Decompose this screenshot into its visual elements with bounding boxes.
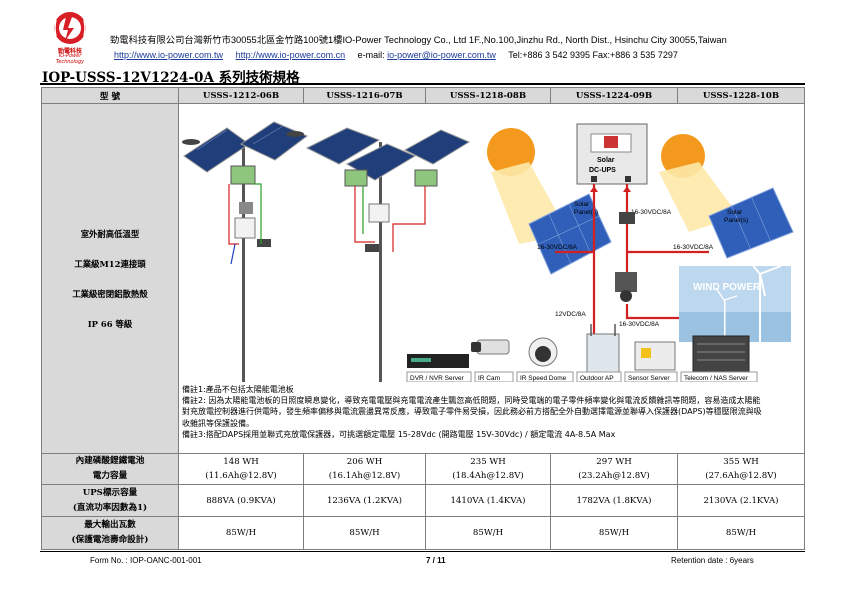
row-label: UPS標示容量(直流功率因數為1) [41,484,179,517]
table-cell: 85W/H [425,516,551,550]
email-link[interactable]: io-power@io-power.com.tw [387,50,496,60]
svg-text:12VDC/8A: 12VDC/8A [555,311,586,318]
device-label: Telecom / NAS Server [684,375,749,382]
svg-text:16-30VDC/8A: 16-30VDC/8A [619,321,660,328]
device-label: DVR / NVR Server [410,375,465,382]
table-cell: 85W/H [178,516,304,550]
tel-fax: Tel:+886 3 542 9395 Fax:+886 3 535 7297 [508,50,678,60]
spec-table: 型 號 USSS-1212-06B USSS-1216-07B USSS-121… [41,87,805,550]
svg-text:Panel(s): Panel(s) [724,217,748,224]
note-1: 備註1:產品不包括太陽能電池板 [182,385,294,394]
model-header-row: 型 號 USSS-1212-06B USSS-1216-07B USSS-121… [41,87,805,104]
svg-text:Solar: Solar [727,209,743,216]
contact-line: http://www.io-power.com.tw http://www.io… [114,50,678,60]
retention-date: Retention date : 6years [671,556,754,565]
max-output-row: 最大輸出瓦數(保護電池壽命設計) 85W/H 85W/H 85W/H 85W/H… [41,516,805,550]
model-name: USSS-1228-10B [677,87,805,104]
power-wiring [555,184,709,336]
logo-english-name: IO-Power Technology [55,53,85,65]
system-diagram: Solar Panel(s) Solar Panel(s) [182,121,794,382]
note-2: 備註2: 因為太陽能電池板的日照度瞬息變化，導致充電電壓與充電電流產生飄忽高低問… [182,396,762,428]
table-cell: 297 WH(23.2Ah@12.8V) [550,453,678,485]
table-cell: 1236VA (1.2KVA) [303,484,426,517]
row-label: 最大輸出瓦數(保護電池壽命設計) [41,516,179,550]
footer-divider [40,551,805,552]
telecom-nas-server-icon [692,335,750,373]
solar-pole-2-icon [305,127,471,382]
website-tw-link[interactable]: http://www.io-power.com.tw [114,50,224,60]
document-title: IOP-USSS-12V1224-0A 系列技術規格 [42,70,300,86]
table-cell: 2130VA (2.1KVA) [677,484,805,517]
daps-module-icon [619,212,635,224]
feature-item: 工業級M12連接頭 [74,258,146,269]
solar-panel-icon: Solar Panel(s) [708,187,794,259]
dvr-server-icon [407,354,469,368]
page-number: 7 / 11 [426,556,446,565]
notes-block: 備註1:產品不包括太陽能電池板 備註2: 因為太陽能電池板的日照度瞬息變化，導致… [182,384,768,440]
model-name: USSS-1216-07B [303,87,426,104]
speed-dome-icon [528,337,558,367]
svg-text:Solar: Solar [574,201,590,208]
device-label: IR Speed Dome [520,375,567,382]
logo-chinese-name: 勁電科技 [57,48,82,55]
outdoor-ap-icon [586,324,620,375]
model-name: USSS-1212-06B [178,87,304,104]
svg-text:16-30VDC/8A: 16-30VDC/8A [537,244,578,251]
table-cell: 355 WH(27.6Ah@12.8V) [677,453,805,485]
form-number: Form No. : IOP-OANC-001-001 [90,556,202,565]
table-cell: 85W/H [550,516,678,550]
solar-dc-ups-icon: Solar DC-UPS [576,123,648,185]
table-cell: 1782VA (1.8KVA) [550,484,678,517]
application-illustration: Solar Panel(s) Solar Panel(s) [178,103,805,454]
table-cell: 1410VA (1.4KVA) [425,484,551,517]
ir-camera-icon [471,339,510,355]
sensor-server-icon [634,341,676,371]
model-label: 型 號 [41,87,179,104]
table-cell: 85W/H [303,516,426,550]
ups-capacity-row: UPS標示容量(直流功率因數為1) 888VA (0.9KVA) 1236VA … [41,484,805,517]
daps-module-icon [615,272,637,292]
title-divider [40,83,805,85]
battery-capacity-row: 內建磷酸鋰鐵電池電力容量 148 WH(11.6Ah@12.8V) 206 WH… [41,453,805,485]
svg-text:16-30VDC/8A: 16-30VDC/8A [631,209,672,216]
svg-text:WIND POWER: WIND POWER [693,282,761,293]
company-logo: 勁電科技 IO-Power Technology [44,10,96,65]
row-label: 內建磷酸鋰鐵電池電力容量 [41,453,179,485]
model-name: USSS-1218-08B [425,87,551,104]
feature-item: IP 66 等級 [87,318,133,329]
device-label: IR Cam [478,375,500,382]
solar-pole-1-icon [182,121,308,382]
feature-item: 工業級密閉鋁散熱殼 [72,288,148,299]
website-cn-link[interactable]: http://www.io-power.com.cn [235,50,346,60]
model-name: USSS-1224-09B [550,87,678,104]
table-cell: 206 WH(16.1Ah@12.8V) [303,453,426,485]
page-header: 勁電科技 IO-Power Technology 勁電科技有限公司台灣新竹市30… [0,0,842,65]
feature-row: 室外耐高低溫型 工業級M12連接頭 工業級密閉鋁散熱殼 IP 66 等級 [41,103,805,454]
svg-text:DC-UPS: DC-UPS [589,167,616,174]
svg-text:Panel(s): Panel(s) [574,209,598,216]
email-label: e-mail: [357,50,385,60]
table-cell: 148 WH(11.6Ah@12.8V) [178,453,304,485]
note-3: 備註3:搭配DAPS採用並聯式充放電保護器，可挑選額定電壓 15-28Vdc (… [182,429,616,439]
logo-mark-icon [54,12,86,44]
svg-text:16-30VDC/8A: 16-30VDC/8A [673,244,714,251]
feature-item: 室外耐高低溫型 [80,228,140,239]
company-address: 勁電科技有限公司台灣新竹市30055北區金竹路100號1樓IO-Power Te… [110,35,727,45]
feature-list: 室外耐高低溫型 工業級M12連接頭 工業級密閉鋁散熱殼 IP 66 等級 [41,103,179,454]
table-cell: 85W/H [677,516,805,550]
solar-panel-icon: Solar Panel(s) [528,193,612,275]
table-cell: 235 WH(18.4Ah@12.8V) [425,453,551,485]
svg-text:Solar: Solar [597,157,615,164]
table-cell: 888VA (0.9KVA) [178,484,304,517]
device-label: Outdoor AP [580,375,614,382]
wind-turbine-icon: WIND POWER [679,255,791,342]
device-label: Sensor Server [628,375,670,382]
